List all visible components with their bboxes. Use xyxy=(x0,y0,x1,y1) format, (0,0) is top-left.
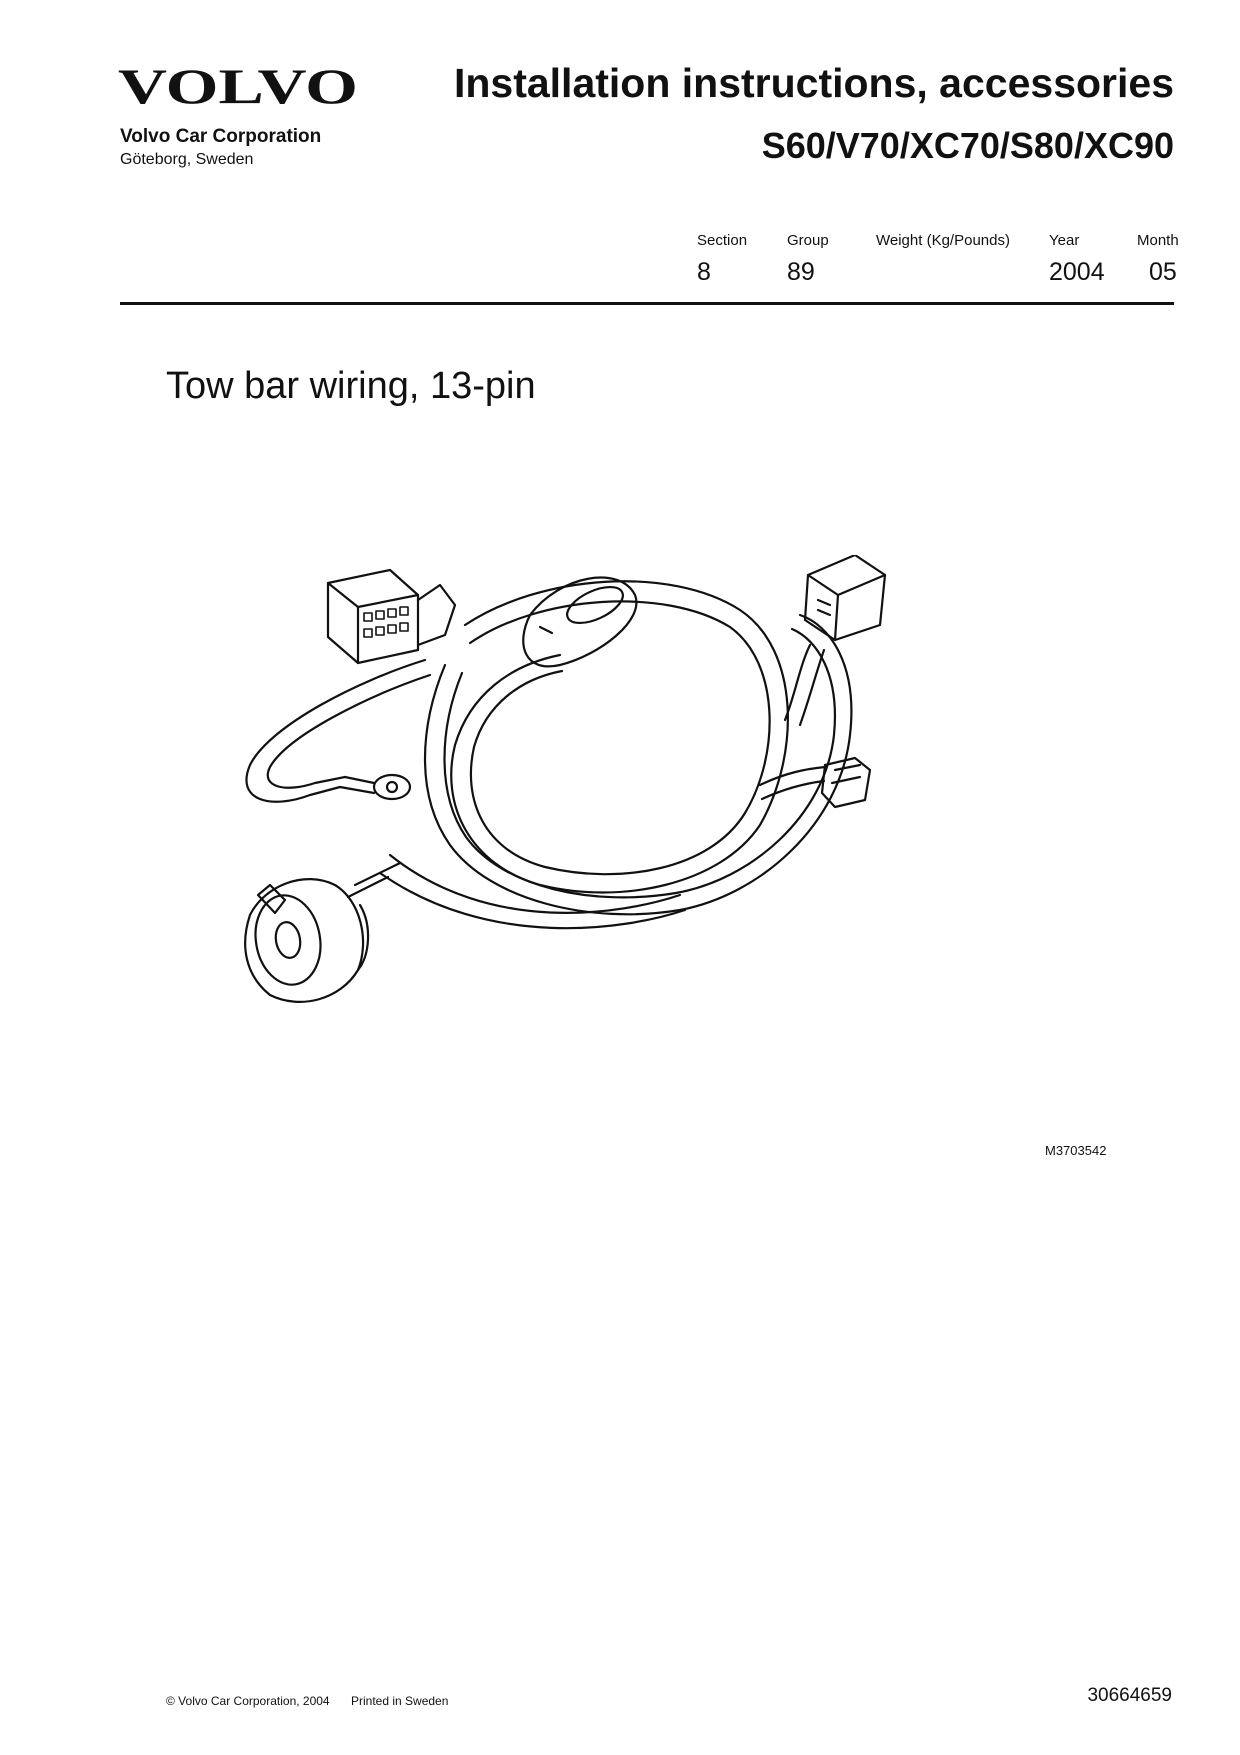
year-label: Year xyxy=(1049,232,1080,249)
printed-in-text: Printed in Sweden xyxy=(351,1694,449,1708)
company-name: Volvo Car Corporation xyxy=(120,126,322,147)
weight-label: Weight (Kg/Pounds) xyxy=(876,232,1010,249)
header-divider xyxy=(120,302,1174,305)
month-value: 05 xyxy=(1149,258,1177,286)
copyright-text: © Volvo Car Corporation, 2004 xyxy=(166,1694,330,1708)
figure-code: M3703542 xyxy=(1045,1143,1107,1158)
connector-right-small xyxy=(758,756,872,809)
connector-right-top xyxy=(783,553,887,727)
group-value: 89 xyxy=(787,258,815,286)
volvo-logo: VOLVO xyxy=(118,60,360,110)
ring-terminal-cable xyxy=(245,658,432,803)
section-label: Section xyxy=(697,232,748,249)
wiring-harness-illustration xyxy=(240,553,1000,1095)
year-value: 2004 xyxy=(1049,258,1105,286)
part-number: 30664659 xyxy=(1087,1685,1172,1706)
group-label: Group xyxy=(787,232,829,249)
company-city: Göteborg, Sweden xyxy=(120,151,254,168)
connector-left xyxy=(326,568,457,665)
socket-cable xyxy=(346,853,687,930)
socket-13-pin xyxy=(244,878,370,1003)
document-title: Installation instructions, accessories xyxy=(453,60,1174,106)
cable-loop xyxy=(423,580,853,916)
month-label: Month xyxy=(1137,232,1179,249)
grommet xyxy=(522,576,638,668)
svg-text:VOLVO: VOLVO xyxy=(118,60,358,110)
model-list: S60/V70/XC70/S80/XC90 xyxy=(761,125,1174,166)
section-value: 8 xyxy=(697,258,711,286)
document-subtitle: Tow bar wiring, 13-pin xyxy=(166,365,536,407)
